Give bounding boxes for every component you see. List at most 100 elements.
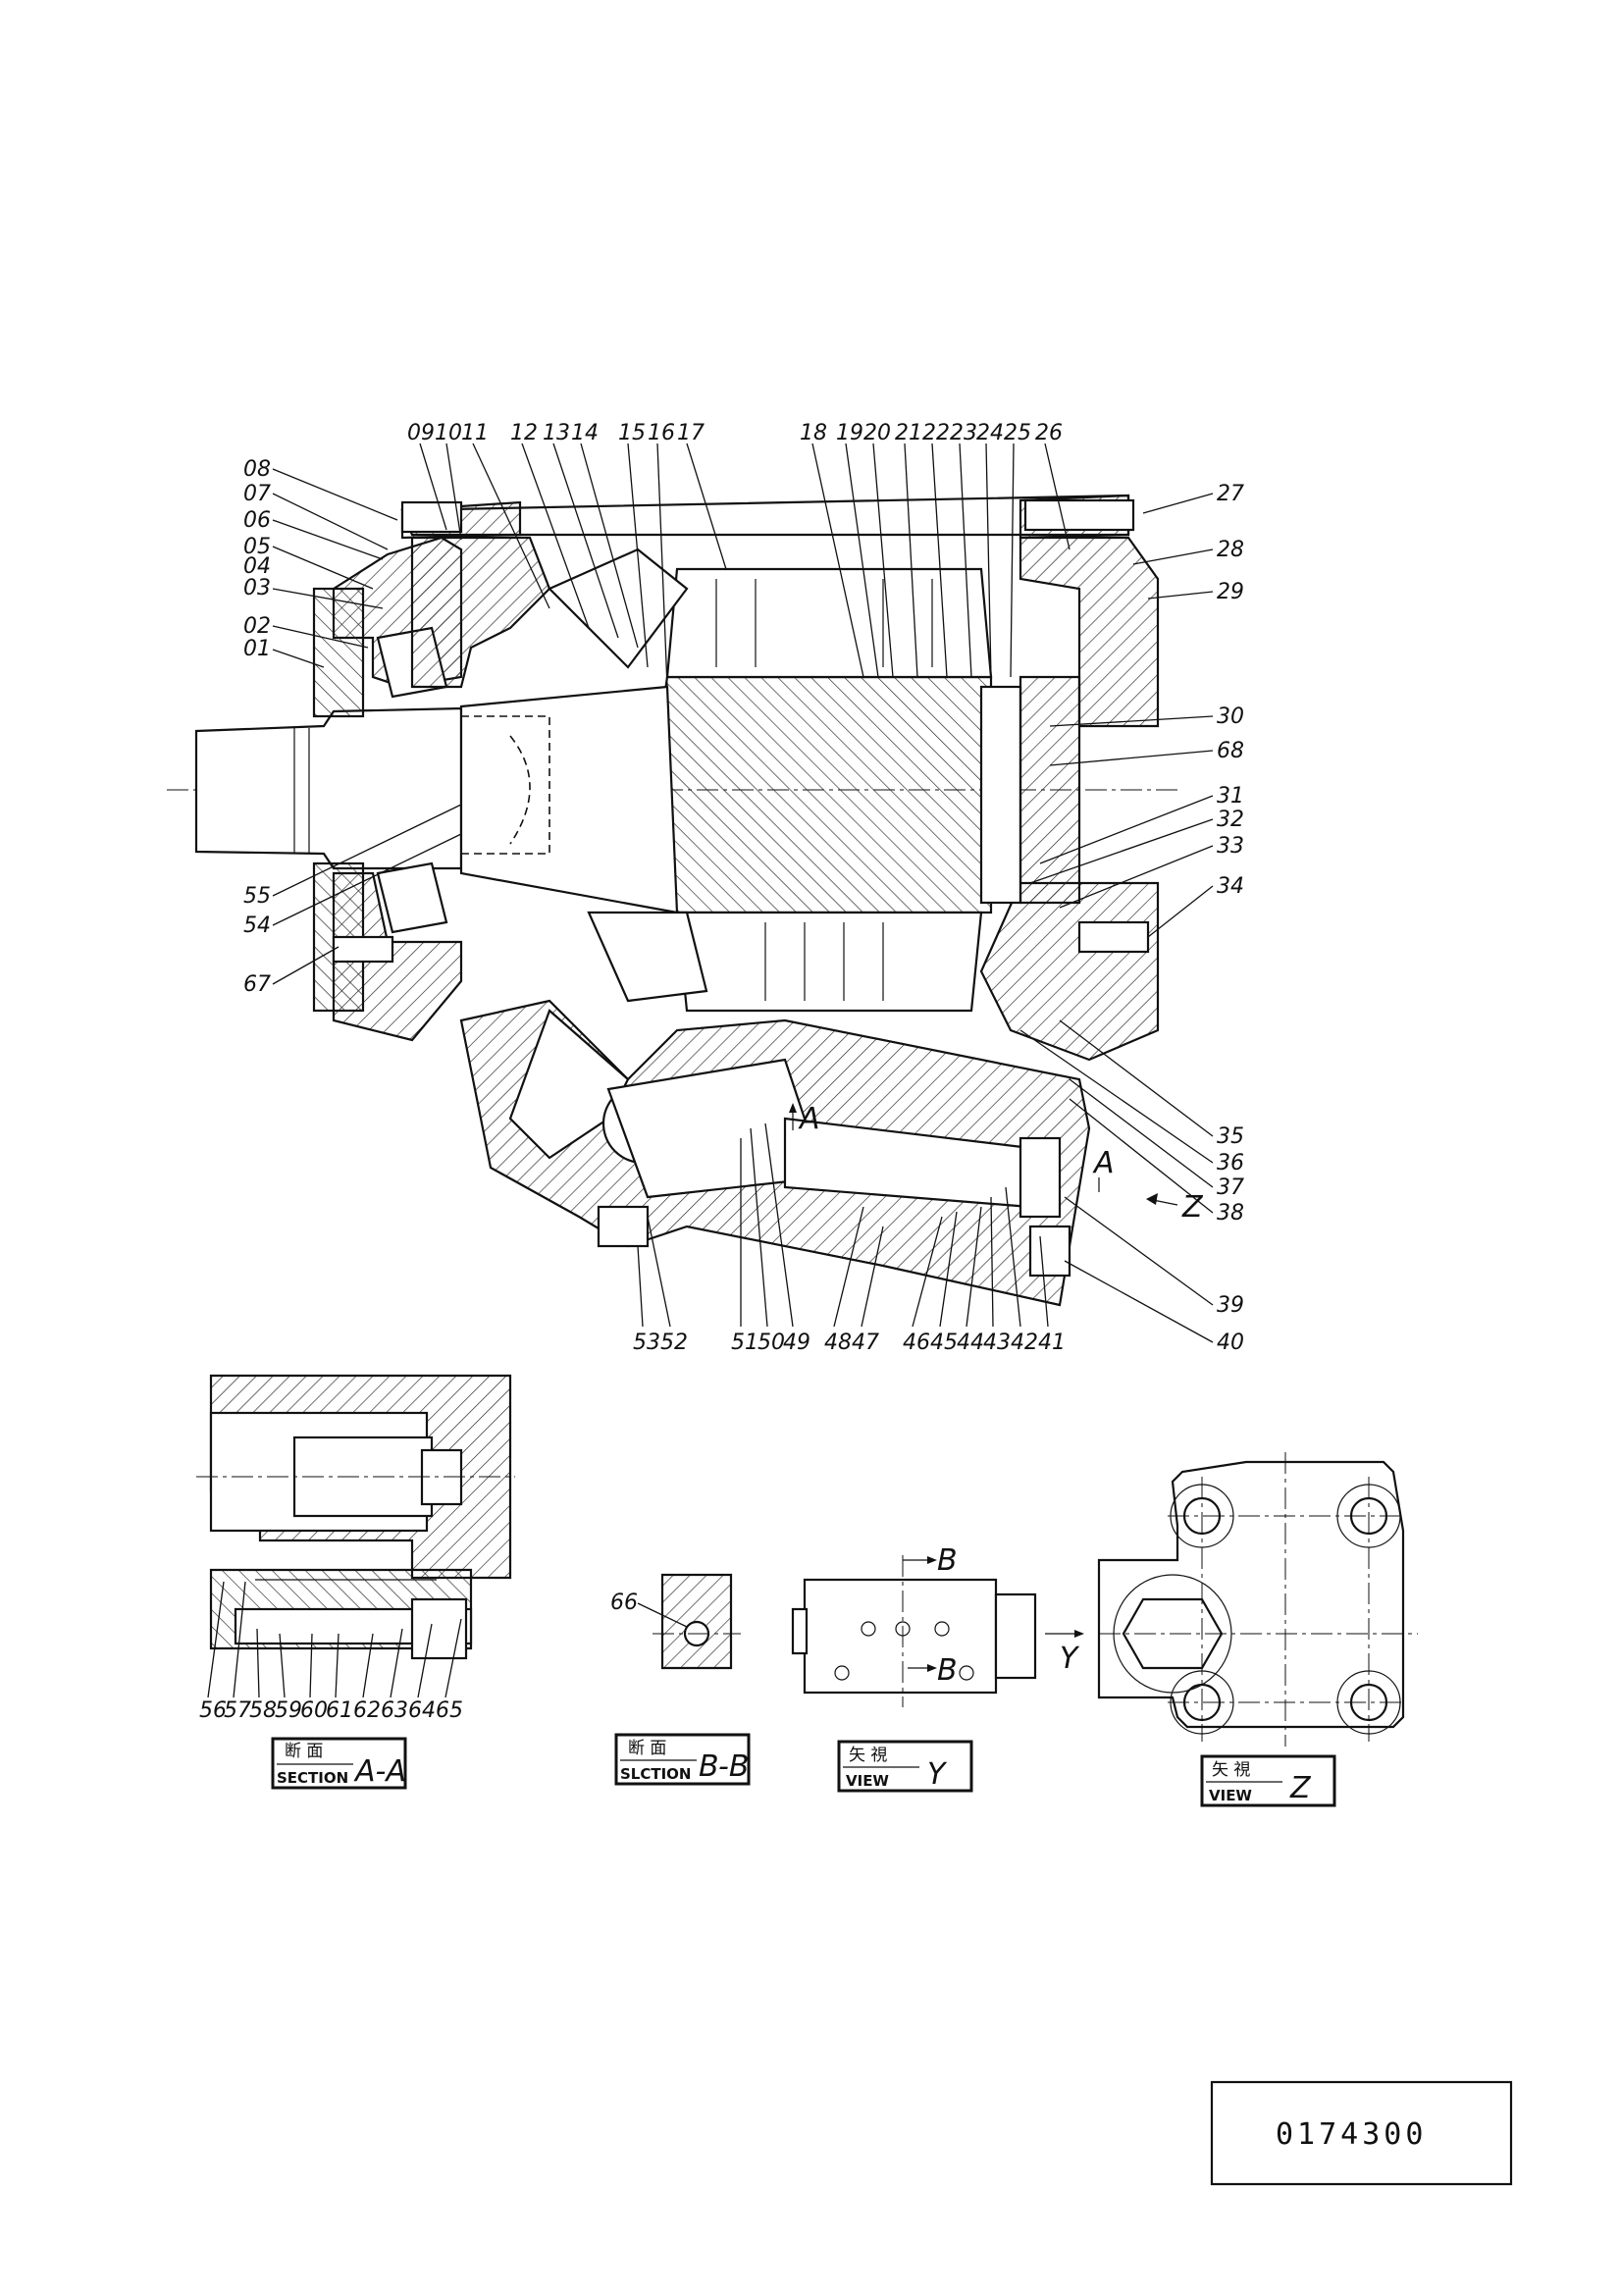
drive-shaft <box>194 706 463 870</box>
part-label-22: 22 <box>922 421 950 445</box>
bolt-67 <box>332 935 394 964</box>
marker-b-top: B <box>937 1543 958 1578</box>
leader-line <box>272 468 398 521</box>
part-label-66: 66 <box>610 1591 638 1615</box>
leader-line <box>931 443 948 678</box>
leader-line <box>419 443 447 531</box>
part-label-44: 44 <box>957 1331 984 1355</box>
marker-z: Z <box>1181 1190 1204 1225</box>
part-label-36: 36 <box>1217 1151 1244 1175</box>
marker-a: A <box>798 1102 820 1136</box>
part-label-13: 13 <box>543 421 570 445</box>
title-box-bb <box>614 1733 751 1786</box>
swash-plate-lower <box>587 911 708 1003</box>
leader-line <box>272 588 384 609</box>
leader-line <box>811 443 864 678</box>
front-cover-lower <box>332 871 463 1042</box>
marker-a-right: A <box>1092 1146 1115 1180</box>
leader-line <box>1039 1235 1049 1328</box>
leader-line <box>272 546 374 590</box>
title-z-bottom: VIEW <box>1209 1787 1252 1804</box>
bolt-08 <box>400 500 463 534</box>
part-label-30: 30 <box>1217 704 1244 729</box>
leader-line <box>1142 493 1214 514</box>
part-label-42: 42 <box>1011 1331 1038 1355</box>
bolt-27 <box>1023 498 1135 532</box>
leader-line <box>1019 1029 1214 1164</box>
part-label-34: 34 <box>1217 874 1244 899</box>
aa-label-64: 64 <box>408 1698 436 1723</box>
part-label-04: 04 <box>243 554 271 579</box>
leader-line <box>272 946 339 985</box>
part-label-55: 55 <box>243 884 271 909</box>
leader-line <box>580 443 639 649</box>
title-box-z <box>1200 1754 1336 1807</box>
part-label-28: 28 <box>1217 538 1244 562</box>
part-label-31: 31 <box>1217 784 1244 809</box>
part-label-21: 21 <box>895 421 922 445</box>
leader-line <box>521 443 590 629</box>
view-z: 矢 視 VIEW Z <box>1097 1452 1418 1807</box>
document-number-box: 0174300 <box>1210 2080 1513 2186</box>
title-y-suffix: Y <box>927 1757 948 1792</box>
leader-line <box>1039 795 1214 864</box>
leader-line <box>1147 885 1214 938</box>
aa-leader-line <box>233 1581 246 1698</box>
leader-line <box>959 443 972 678</box>
part-label-32: 32 <box>1217 808 1244 832</box>
aa-leader-line <box>256 1628 260 1698</box>
leader-line <box>272 519 384 560</box>
part-label-19: 19 <box>836 421 863 445</box>
part-label-07: 07 <box>243 482 271 506</box>
part-label-17: 17 <box>677 421 705 445</box>
part-label-01: 01 <box>243 637 271 661</box>
part-label-11: 11 <box>461 421 489 445</box>
part-label-52: 52 <box>660 1331 688 1355</box>
part-label-53: 53 <box>633 1331 660 1355</box>
part-label-50: 50 <box>757 1331 785 1355</box>
view-y: B B Y 矢 視 VIEW Y <box>791 1543 1084 1793</box>
part-label-24: 24 <box>976 421 1004 445</box>
title-z-top: 矢 視 <box>1212 1760 1250 1780</box>
aa-leader-line <box>279 1633 286 1698</box>
part-label-03: 03 <box>243 576 271 600</box>
bolt-34 <box>1077 920 1150 954</box>
part-label-15: 15 <box>618 421 646 445</box>
part-label-47: 47 <box>852 1331 879 1355</box>
leader-line <box>985 443 992 678</box>
aa-label-60: 60 <box>300 1698 328 1723</box>
title-box-aa <box>271 1737 407 1790</box>
output-shaft-section <box>459 685 679 914</box>
plug-53 <box>597 1205 650 1248</box>
part-label-49: 49 <box>783 1331 810 1355</box>
part-label-14: 14 <box>571 421 599 445</box>
bottom-part-labels: 53 52 51 50 49 48 47 46 45 44 43 42 41 <box>633 1331 1066 1355</box>
part-label-10: 10 <box>435 421 462 445</box>
leader-line <box>872 443 894 678</box>
section-bb-view: 66 断 面 SLCTION B-B <box>610 1573 751 1786</box>
leader-line <box>272 804 462 897</box>
right-part-labels: 27 28 29 30 68 31 32 33 34 35 36 37 38 3… <box>1217 482 1244 1355</box>
cylinder-block <box>655 675 993 914</box>
valve-plate <box>979 685 1022 905</box>
part-label-06: 06 <box>243 508 271 533</box>
section-markers: A A Z <box>789 1102 1204 1225</box>
part-label-09: 09 <box>407 421 435 445</box>
part-label-43: 43 <box>983 1331 1011 1355</box>
part-label-16: 16 <box>648 421 675 445</box>
leader-line <box>686 443 727 570</box>
aa-leader-line <box>362 1633 374 1698</box>
plug-41 <box>1028 1225 1071 1278</box>
view-y-body <box>803 1578 998 1695</box>
title-bb-bottom: SLCTION <box>620 1765 692 1783</box>
aa-label-59: 59 <box>275 1698 302 1723</box>
leader-line <box>904 443 918 678</box>
housing-right-lower <box>979 881 1160 1062</box>
marker-b-bottom: B <box>937 1653 958 1688</box>
part-label-48: 48 <box>824 1331 852 1355</box>
leader-line <box>750 1127 768 1328</box>
swash-plate-upper <box>548 548 689 669</box>
aa-leader-line <box>417 1623 433 1698</box>
aa-label-62: 62 <box>353 1698 381 1723</box>
